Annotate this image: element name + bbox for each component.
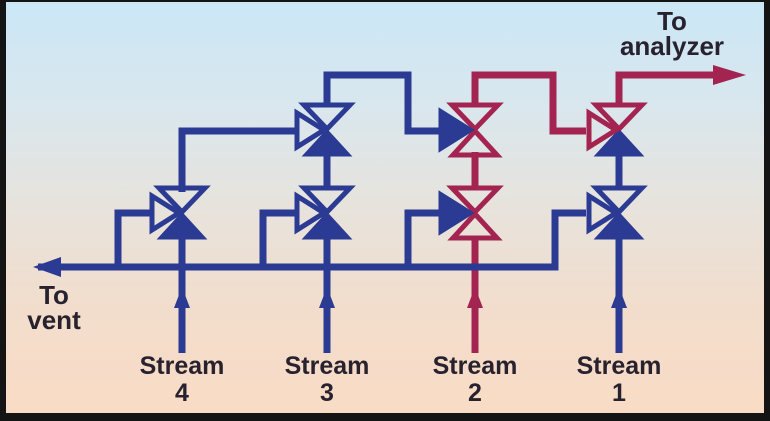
stream-3-label-number: 3 (320, 379, 334, 407)
stream-4-label: Stream 4 (122, 353, 242, 407)
valve-stream-2-lower-top-triangle (446, 185, 504, 216)
stream-2-label-word: Stream (432, 352, 518, 380)
valve-stream-1-upper-left-triangle (586, 108, 621, 152)
arrow-stream-3 (319, 287, 335, 308)
valve-stream-1-upper (586, 102, 648, 157)
arrow-stream-4 (174, 287, 190, 308)
stream-3-label: Stream 3 (267, 353, 387, 407)
stream-1-label: Stream 1 (559, 353, 679, 407)
to-vent-line2: vent (27, 305, 81, 335)
line-valve-3-upper-to-valve-2-upper (323, 71, 443, 135)
valve-stream-1-upper-top-triangle (590, 102, 648, 133)
stream-4-label-number: 4 (175, 379, 189, 407)
valve-stream-2-upper (438, 102, 504, 158)
stream-3-label-word: Stream (284, 352, 370, 380)
to-analyzer-line1: To (657, 6, 687, 36)
valve-stream-1-lower-left-triangle (586, 191, 621, 235)
valve-stream-2-upper-left-triangle (438, 107, 475, 153)
valve-stream-4-top-triangle (153, 185, 211, 216)
arrow-to-vent (33, 257, 61, 277)
to-analyzer-line2: analyzer (619, 31, 725, 61)
line-vent-header (38, 209, 586, 271)
valve-stream-4 (149, 185, 211, 240)
to-analyzer-label: To analyzer (577, 6, 767, 61)
stream-4-label-word: Stream (139, 352, 225, 380)
stream-1-label-word: Stream (576, 352, 662, 380)
line-stream-2-vent-branch (404, 209, 443, 264)
valve-stream-3-upper-top-triangle (298, 102, 356, 133)
to-vent-label: To vent (4, 280, 104, 335)
valve-stream-4-left-triangle (149, 191, 184, 235)
valve-stream-2-lower-left-triangle (438, 190, 475, 236)
valve-stream-3-upper-bottom-triangle (301, 128, 353, 157)
valve-stream-2-upper-top-triangle (446, 102, 504, 133)
arrow-stream-2 (467, 287, 483, 308)
stream-1-label-number: 1 (612, 379, 626, 407)
stream-2-label-number: 2 (468, 379, 482, 407)
line-valve-2-upper-to-valve-1-upper (471, 71, 586, 135)
valve-stream-3-lower (294, 185, 356, 240)
valve-stream-1-lower (586, 185, 648, 240)
valve-stream-2-lower-bottom-triangle (447, 210, 503, 241)
line-stream-4-vent-branch (114, 209, 152, 264)
arrow-to-analyzer (713, 65, 746, 85)
line-valve-4-to-valve-3-upper (178, 127, 298, 192)
valve-stream-1-lower-top-triangle (590, 185, 648, 216)
valve-stream-3-lower-bottom-triangle (301, 211, 353, 240)
valve-stream-2-lower (438, 185, 504, 241)
valve-stream-1-lower-bottom-triangle (593, 211, 645, 240)
valve-stream-1-upper-bottom-triangle (593, 128, 645, 157)
valve-stream-3-upper-left-triangle (294, 108, 329, 152)
valve-stream-3-lower-left-triangle (294, 191, 329, 235)
line-stream-3-vent-branch (259, 209, 297, 264)
diagram-canvas (6, 2, 764, 413)
valve-stream-3-upper (294, 102, 356, 157)
valve-stream-4-bottom-triangle (156, 211, 208, 240)
valve-stream-2-upper-bottom-triangle (447, 127, 503, 158)
to-vent-line1: To (39, 280, 69, 310)
valve-stream-3-lower-top-triangle (298, 185, 356, 216)
stream-2-label: Stream 2 (415, 353, 535, 407)
line-analyzer-outlet (615, 71, 718, 107)
arrow-stream-1 (611, 287, 627, 308)
